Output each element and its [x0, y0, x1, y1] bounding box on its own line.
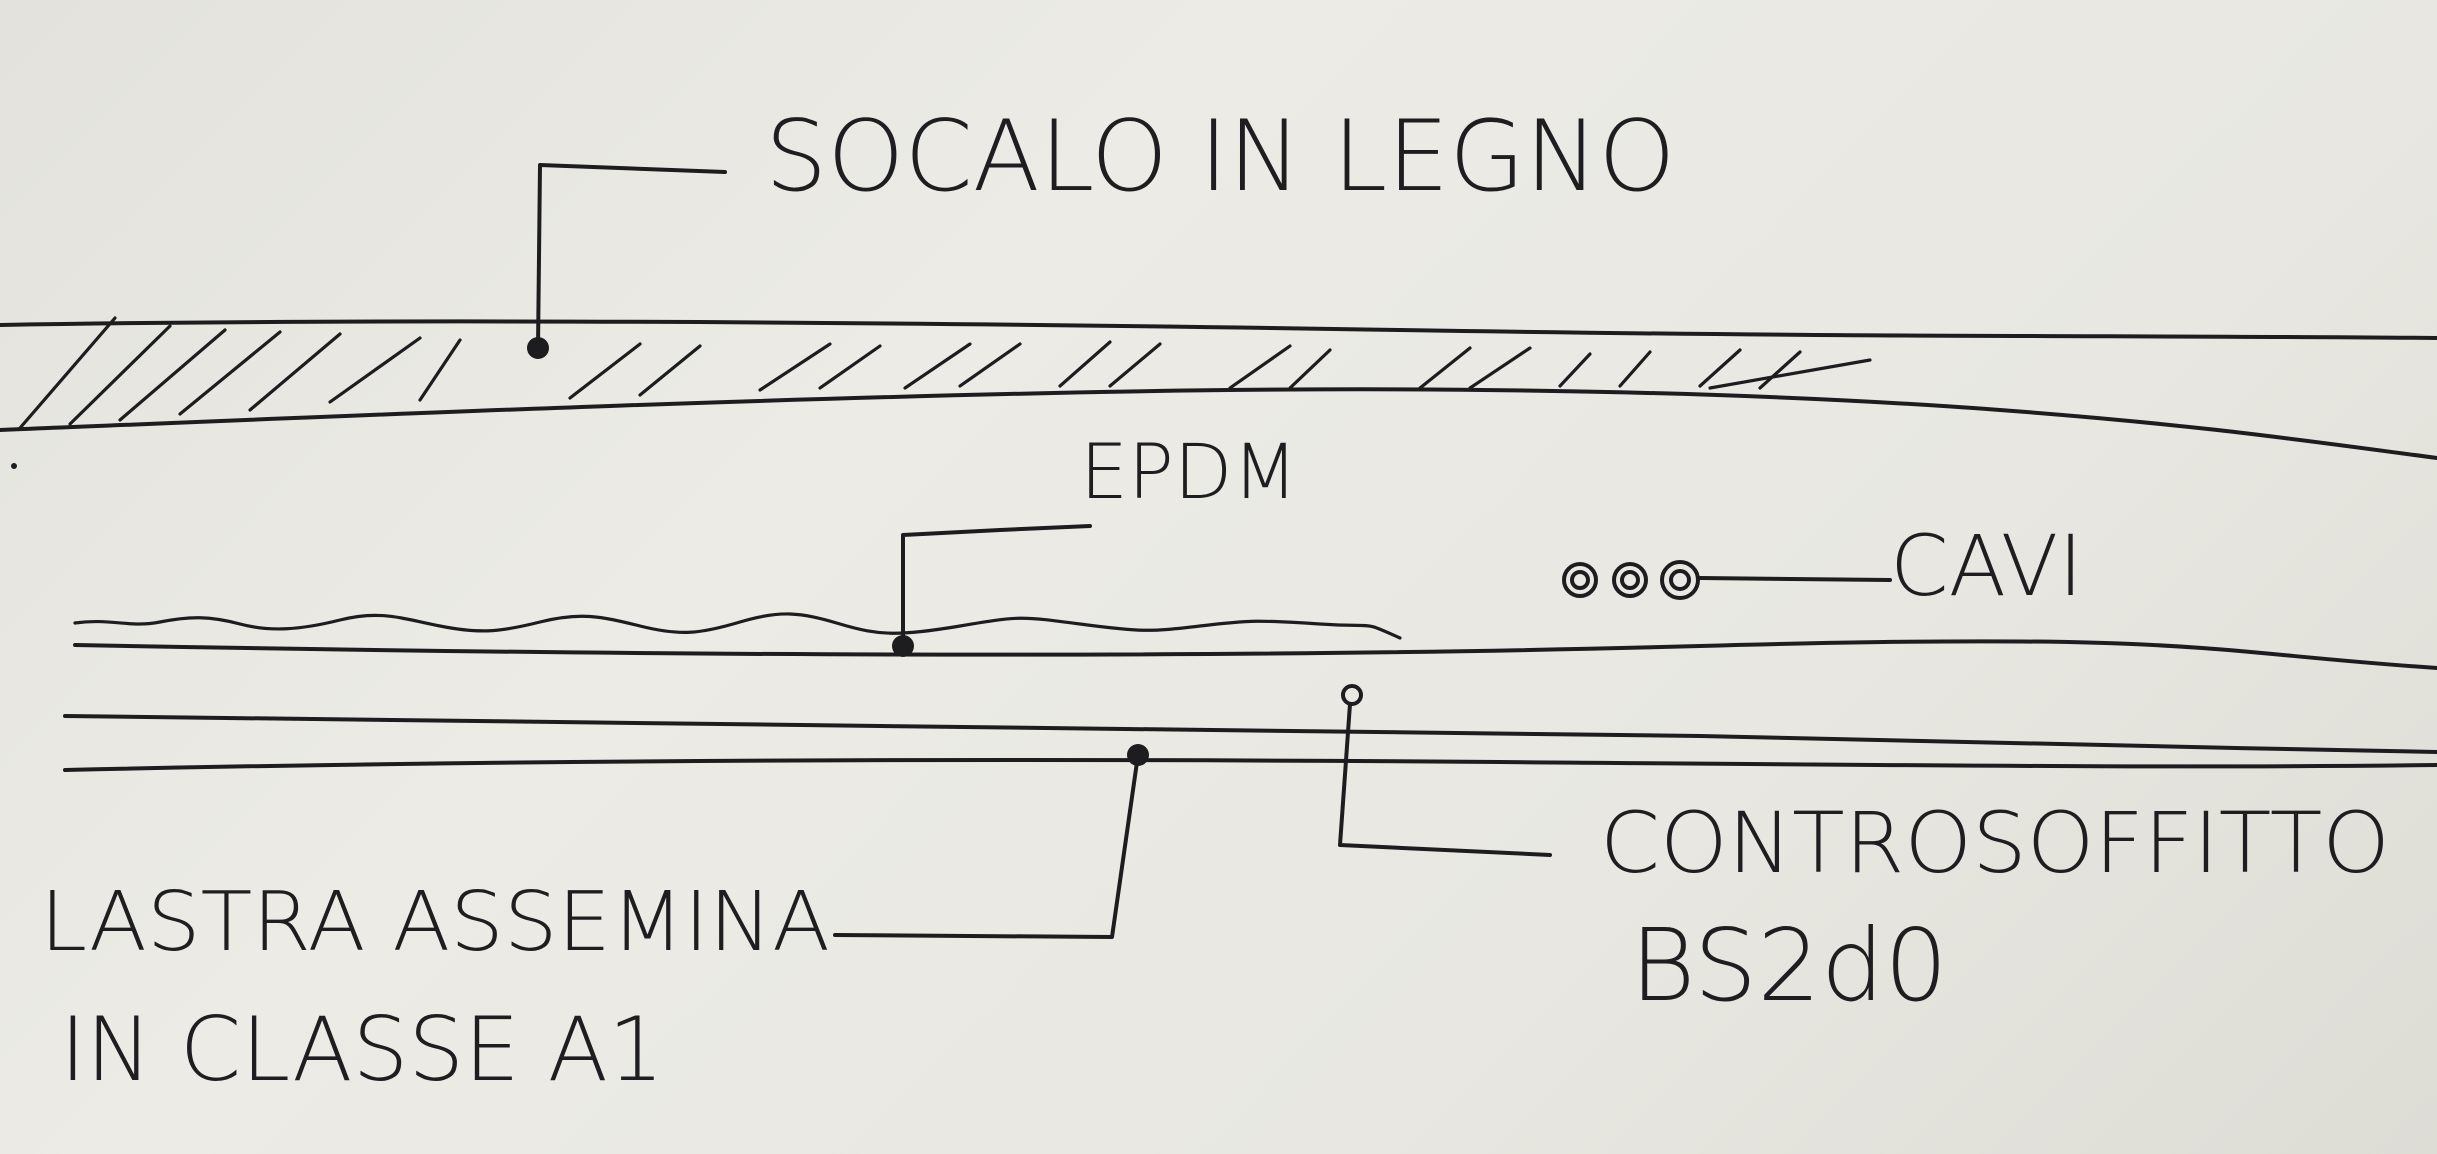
label-socalo-in-legno: SOCALO IN LEGNO	[765, 100, 1675, 214]
wooden-skirting-board	[0, 163, 2437, 460]
epdm-membrane	[73, 524, 1402, 657]
label-epdm: EPDM	[1080, 427, 1298, 516]
lastra-leader-line	[833, 753, 1140, 939]
cables-symbol	[1562, 560, 1892, 600]
controsoffitto-leader-dot	[1341, 684, 1363, 706]
skirting-leader-line	[536, 163, 727, 350]
label-lastra-line1: LASTRA ASSEMINA	[40, 875, 830, 970]
cables-leader-line	[1698, 576, 1892, 582]
controsoffitto-leader-line	[1338, 702, 1552, 857]
board-bottom-line	[63, 758, 2437, 772]
label-bs2d0: BS2d0	[1630, 907, 1948, 1024]
label-lastra-line2: IN CLASSE A1	[60, 998, 664, 1101]
pen-mark	[11, 463, 17, 469]
label-controsoffitto: CONTROSOFFITTO	[1600, 794, 2390, 892]
epdm-leader-line	[901, 524, 1092, 648]
label-cavi: CAVI	[1890, 517, 2083, 615]
board-top-line	[63, 714, 2437, 754]
wood-hatching	[18, 316, 1872, 430]
slab-top-line	[73, 639, 2437, 670]
